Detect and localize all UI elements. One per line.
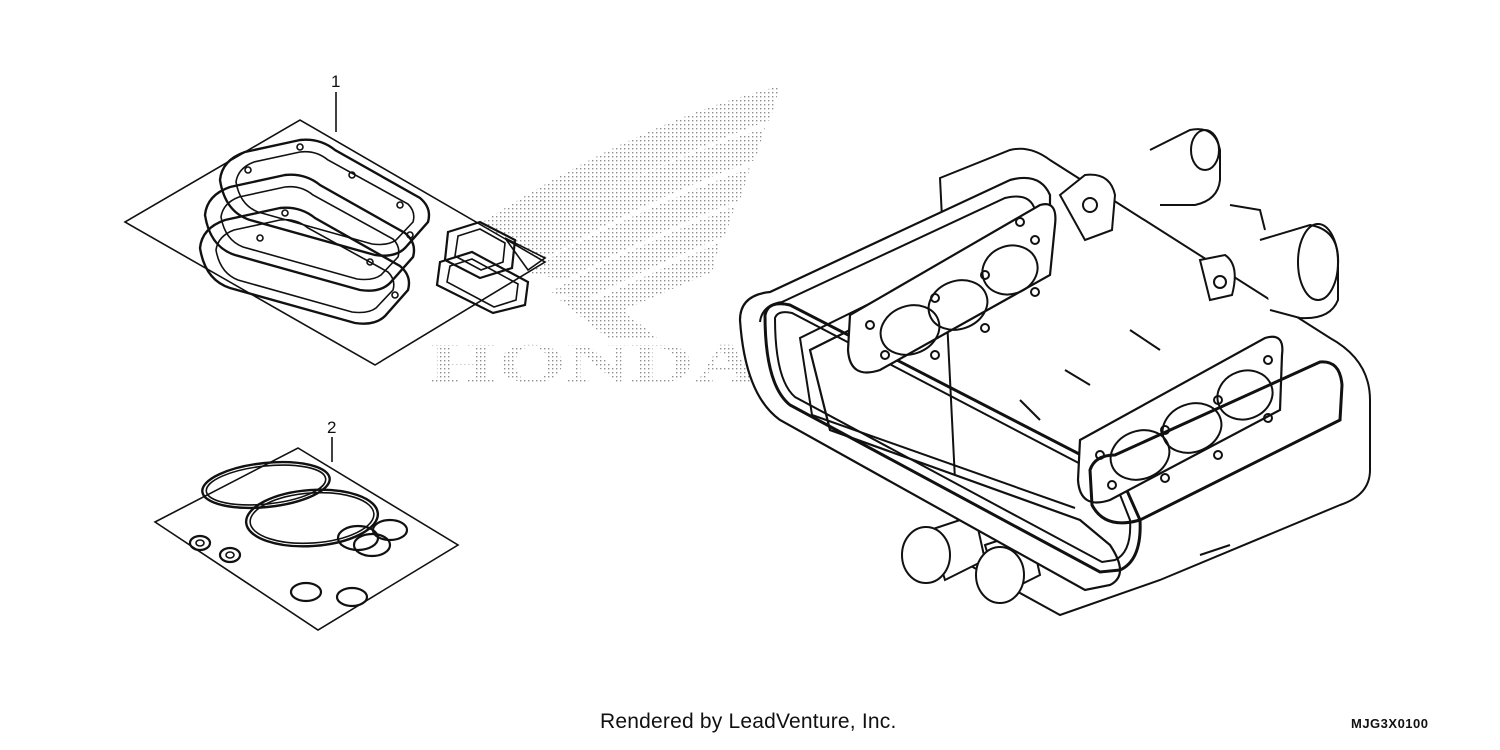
callout-number-1: 1 [331, 72, 340, 91]
gasket-kit-b [153, 437, 460, 631]
diagram-code: MJG3X0100 [1351, 716, 1429, 731]
callout-number-2: 2 [327, 418, 336, 437]
engine-block-drawing [738, 128, 1371, 617]
honda-wing-logo-watermark [470, 86, 780, 340]
honda-watermark-text: HONDA [428, 333, 759, 395]
gasket-kit-a [123, 92, 547, 366]
gasket-kit-b-card [153, 447, 460, 631]
footer-credit: Rendered by LeadVenture, Inc. [600, 710, 897, 733]
